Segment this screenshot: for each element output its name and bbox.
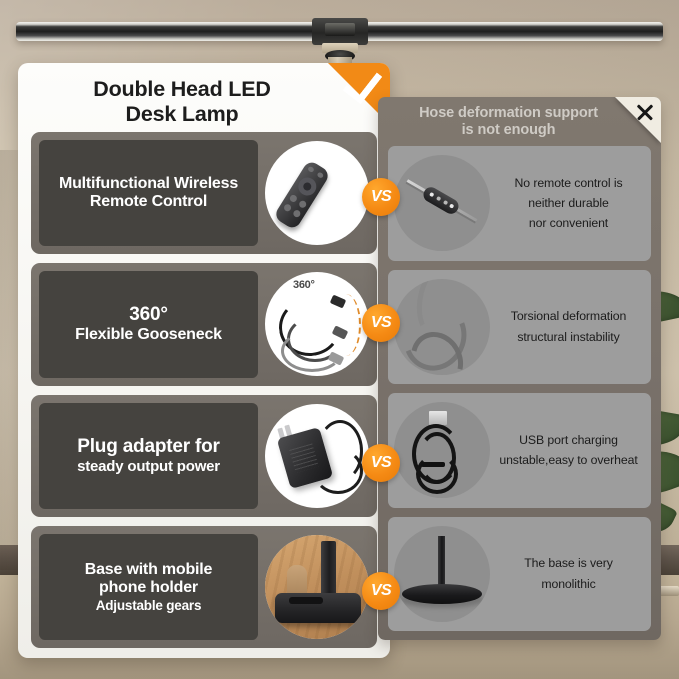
good-feature-row: Multifunctional Wireless Remote Control <box>31 132 377 255</box>
inline-switch-cable-photo <box>394 155 490 252</box>
bad-feature-list: No remote control is neither durable nor… <box>388 146 651 631</box>
good-feature-label: Plug adapter for steady output power <box>39 402 258 509</box>
good-feature-text: steady output power <box>77 457 220 475</box>
base-phone-holder-photo <box>265 534 369 639</box>
bad-feature-label: The base is very monolithic <box>490 553 645 594</box>
lamp-pole-icon <box>438 535 445 590</box>
good-panel-title-line1: Double Head LED <box>93 77 271 101</box>
good-feature-row: 360° Flexible Gooseneck 360° <box>31 263 377 386</box>
bad-feature-label: USB port charging unstable,easy to overh… <box>490 430 645 471</box>
bad-feature-text: unstable,easy to overheat <box>499 453 638 468</box>
good-feature-label: 360° Flexible Gooseneck <box>39 271 258 378</box>
good-feature-label: Base with mobile phone holder Adjustable… <box>39 533 258 640</box>
lamp-collar <box>322 43 358 53</box>
good-feature-text: Base with mobile <box>84 560 213 578</box>
bad-feature-row: No remote control is neither durable nor… <box>388 146 651 261</box>
cable-tie-icon <box>421 462 445 468</box>
lamp-stem-icon <box>321 540 336 597</box>
good-feature-text: Adjustable gears <box>95 597 202 613</box>
good-feature-row: Plug adapter for steady output power <box>31 394 377 517</box>
good-feature-text: 360° <box>129 304 168 326</box>
bad-feature-text: nor convenient <box>528 216 609 231</box>
rotation-arrow-icon <box>331 294 361 357</box>
lamp-hinge <box>312 18 368 45</box>
good-panel-title: Double Head LED Desk Lamp <box>18 77 390 127</box>
good-feature-text: Multifunctional Wireless <box>58 174 239 192</box>
usb-cable-photo <box>394 402 490 499</box>
rotation-badge-label: 360° <box>293 279 315 292</box>
bad-feature-text: monolithic <box>541 576 596 591</box>
round-base-photo <box>394 525 490 622</box>
bad-panel: Hose deformation support is not enough N… <box>378 97 661 640</box>
good-feature-text: Remote Control <box>89 193 208 211</box>
inline-switch-icon <box>420 184 462 217</box>
bad-panel-title-line1: Hose deformation support <box>419 105 598 121</box>
bad-feature-label: Torsional deformation structural instabi… <box>490 306 645 347</box>
cable-icon <box>313 447 363 494</box>
good-panel-title-line2: Desk Lamp <box>125 101 239 126</box>
remote-control-photo <box>265 141 369 246</box>
bad-feature-text: The base is very <box>524 556 613 571</box>
good-feature-text: Plug adapter for <box>77 436 220 458</box>
power-adapter-photo <box>265 403 369 508</box>
good-feature-text: phone holder <box>99 579 198 597</box>
good-feature-row: Base with mobile phone holder Adjustable… <box>31 525 377 648</box>
bad-feature-row: The base is very monolithic <box>388 516 651 631</box>
flexible-gooseneck-photo: 360° <box>265 272 369 377</box>
gooseneck-icon <box>281 330 343 373</box>
bad-feature-text: No remote control is <box>514 175 623 190</box>
bad-feature-text: structural instability <box>517 329 620 344</box>
bad-feature-row: USB port charging unstable,easy to overh… <box>388 393 651 508</box>
round-base-icon <box>402 583 482 604</box>
vs-badge: VS <box>362 178 400 216</box>
twisted-hose-photo <box>394 278 490 375</box>
cable-icon <box>416 454 458 495</box>
wood-desk-texture <box>265 534 369 639</box>
bad-feature-text: USB port charging <box>519 432 618 447</box>
bad-panel-title: Hose deformation support is not enough <box>378 105 661 140</box>
vs-badge: VS <box>362 444 400 482</box>
bad-panel-title-line2: is not enough <box>461 122 556 139</box>
bad-feature-label: No remote control is neither durable nor… <box>490 173 645 234</box>
vs-badge: VS <box>362 572 400 610</box>
bad-feature-row: Torsional deformation structural instabi… <box>388 269 651 384</box>
bad-feature-text: Torsional deformation <box>510 309 627 324</box>
good-feature-list: Multifunctional Wireless Remote Control … <box>31 132 377 648</box>
phone-slot-icon <box>289 596 323 604</box>
good-feature-label: Multifunctional Wireless Remote Control <box>39 140 258 247</box>
phone-placeholder-icon <box>287 564 307 597</box>
good-feature-text: Flexible Gooseneck <box>75 326 222 344</box>
remote-control-icon <box>272 159 332 231</box>
good-panel: Double Head LED Desk Lamp Multifunctiona… <box>18 63 390 658</box>
close-x-icon <box>635 102 655 122</box>
cable-icon <box>317 419 363 482</box>
bad-feature-text: neither durable <box>528 196 609 211</box>
vs-badge: VS <box>362 304 400 342</box>
